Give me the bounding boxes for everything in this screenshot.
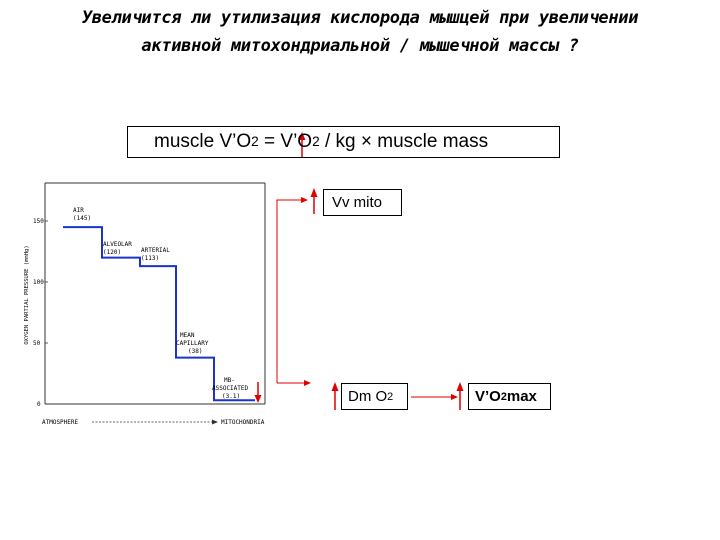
connector-arrowhead-vv <box>301 197 308 203</box>
vv-mito-box: Vv mito <box>323 189 402 216</box>
step-label: MB- <box>224 377 235 384</box>
step-label: (145) <box>73 215 91 222</box>
step-label: (120) <box>103 249 121 256</box>
x-axis-arrowhead <box>212 419 218 425</box>
step-label: AIR <box>73 207 84 214</box>
step-label: ARTERIAL <box>141 247 170 254</box>
slide-title: Увеличится ли утилизация кислорода мышце… <box>0 4 720 60</box>
formula-rest: / kg × muscle mass <box>319 131 489 152</box>
step-label: CAPILLARY <box>176 340 209 347</box>
connector-arrowhead-dm <box>304 380 311 386</box>
vv-mito-label: Vv mito <box>332 194 383 211</box>
y-axis-label: OXYGEN PARTIAL PRESSURE (mmHg) <box>24 245 30 344</box>
step-label: (3.1) <box>222 393 240 400</box>
step-labels: AIR(145) ALVEOLAR(120) ARTERIAL(113) MEANCA… <box>73 207 249 400</box>
vo2max-suffix: max <box>506 388 537 405</box>
x-label-atmosphere: ATMOSPHERE <box>42 419 79 426</box>
connector-to-vv-mito <box>276 199 303 383</box>
step-label: (38) <box>188 348 202 355</box>
y-axis-ticks: 0 50 100 150 <box>33 218 48 408</box>
title-line-2: активной митохондриальной / мышечной мас… <box>141 36 579 56</box>
step-label: ASSOCIATED <box>212 385 249 392</box>
arrowhead-dm-to-vo2max <box>451 394 458 400</box>
increase-arrow-formula <box>298 132 306 158</box>
decrease-arrow-mb-associated <box>254 382 262 403</box>
formula-lhs: muscle V’O <box>154 131 252 152</box>
increase-arrow-dm-o2 <box>331 382 339 410</box>
title-line-1: Увеличится ли утилизация кислорода мышце… <box>81 8 639 28</box>
step-label: MEAN <box>180 332 195 339</box>
formula-equals: = <box>258 131 281 152</box>
y-tick-label: 50 <box>33 340 41 347</box>
formula-rhs: V’O <box>280 131 313 152</box>
y-tick-label: 150 <box>33 218 44 225</box>
increase-arrow-vv-mito <box>310 188 318 214</box>
vo2max-label: V’O <box>475 388 501 405</box>
dm-o2-label: Dm O <box>348 388 388 405</box>
y-tick-label: 100 <box>33 279 44 286</box>
y-tick-label: 0 <box>37 401 41 408</box>
step-label: (113) <box>141 255 159 262</box>
step-label: ALVEOLAR <box>103 241 132 248</box>
po2-step-line <box>63 226 255 402</box>
increase-arrow-vo2max <box>456 382 464 410</box>
x-label-mitochondria: MITOCHONDRIA <box>221 419 265 426</box>
